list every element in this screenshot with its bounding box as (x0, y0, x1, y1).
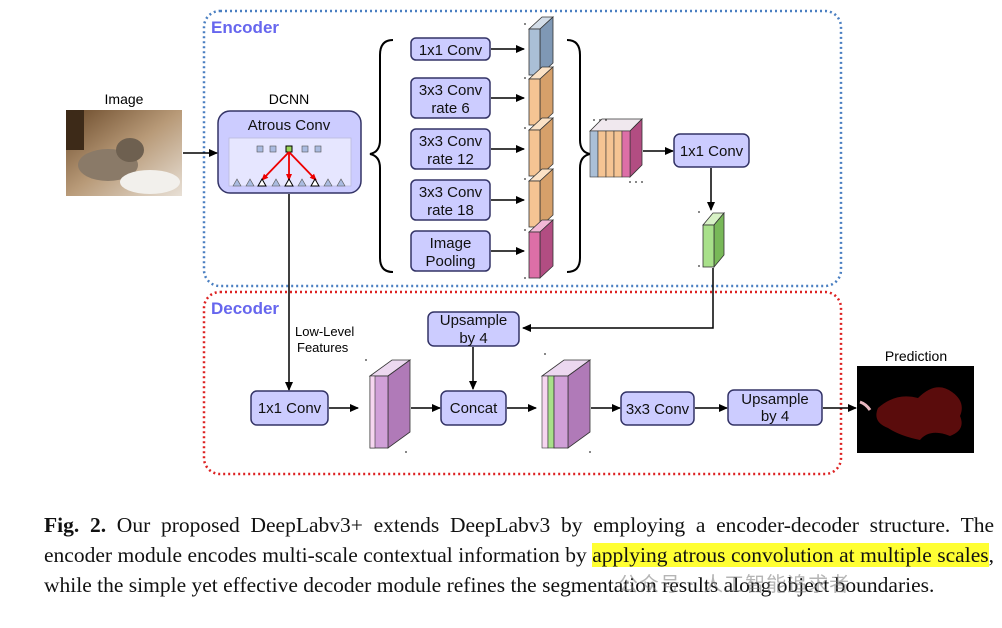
branch-box (410, 128, 491, 170)
branch-box (410, 77, 491, 119)
prediction-image (857, 366, 974, 453)
dcnn-label: DCNN (269, 91, 309, 107)
decoder-upsample-top-label: by 4 (459, 330, 487, 347)
decoder-conv1x1-box (250, 390, 329, 426)
encoder-conv1x1-label: 1x1 Conv (680, 143, 744, 160)
encoder-branch-5: Image Pooling (410, 230, 491, 272)
branch-label-line: rate 12 (427, 151, 474, 168)
decoder-conv1x1-label: 1x1 Conv (258, 400, 322, 417)
branch-label-line: Pooling (425, 253, 475, 270)
decoder-upsample-top-label: Upsample (440, 312, 508, 329)
low-level-label: Features (297, 340, 349, 355)
figure-caption: Fig. 2. Our proposed DeepLabv3+ extends … (44, 510, 994, 600)
input-image (66, 110, 182, 196)
decoder-frame (202, 290, 843, 476)
branch-label-line: 3x3 Conv (419, 133, 483, 150)
branch-label-line: rate 6 (431, 100, 469, 117)
decoder-conv3x3-box (620, 391, 695, 426)
decoder-concat-feature-map (540, 359, 592, 449)
atrous-conv-label: Atrous Conv (248, 117, 331, 134)
atrous-kernel-illustration (228, 137, 352, 187)
feature-map-1x1 (527, 16, 555, 76)
encoder-title: Encoder (211, 18, 279, 37)
decoder-concat-label: Concat (450, 400, 498, 417)
decoder-upsample-top-box (427, 311, 520, 347)
encoder-branch-1: 1x1 Conv (410, 37, 491, 61)
branch-box (410, 37, 491, 61)
caption-text-before: Our proposed DeepLabv3+ extends DeepLabv… (44, 513, 995, 567)
image-label: Image (105, 91, 144, 107)
feature-map-rate12 (527, 117, 555, 177)
decoder-conv3x3-label: 3x3 Conv (626, 401, 690, 418)
branch-label-line: Image (430, 235, 472, 252)
encoder-output-feature (702, 211, 725, 269)
caption-highlight: applying atrous convolution at multiple … (592, 543, 989, 567)
decoder-title: Decoder (211, 299, 279, 318)
low-level-label: Low-Level (295, 324, 354, 339)
feature-map-rate6 (527, 66, 555, 126)
encoder-conv1x1-box (673, 133, 750, 168)
decoder-upsample-right-label: by 4 (761, 408, 789, 425)
branch-label-line: 1x1 Conv (419, 42, 483, 59)
encoder-branch-4: 3x3 Conv rate 18 (410, 179, 491, 221)
encoder-branch-2: 3x3 Conv rate 6 (410, 77, 491, 119)
branch-box (410, 230, 491, 272)
deeplabv3plus-diagram: Encoder Decoder Image DCNN Atrous Conv (66, 9, 974, 476)
low-level-feature-map (368, 359, 412, 449)
branch-label-line: rate 18 (427, 202, 474, 219)
caption-fig-label: Fig. 2. (44, 513, 107, 537)
decoder-upsample-right-box (727, 389, 823, 426)
left-brace (369, 39, 394, 273)
branch-box (410, 179, 491, 221)
right-brace (566, 39, 591, 273)
decoder-concat-box (440, 390, 507, 426)
watermark: 公众号 · 人工智能追求者 (618, 572, 851, 596)
caption-text-after: , while the simple yet effective decoder… (44, 543, 994, 597)
branch-label-line: 3x3 Conv (419, 82, 483, 99)
encoder-frame (202, 9, 843, 288)
decoder-upsample-right-label: Upsample (741, 391, 809, 408)
encoder-branch-3: 3x3 Conv rate 12 (410, 128, 491, 170)
prediction-label: Prediction (885, 348, 947, 364)
feature-map-rate18 (527, 168, 555, 228)
branch-label-line: 3x3 Conv (419, 184, 483, 201)
encoder-concat-stack (589, 118, 643, 178)
feature-map-pooling (527, 219, 555, 279)
